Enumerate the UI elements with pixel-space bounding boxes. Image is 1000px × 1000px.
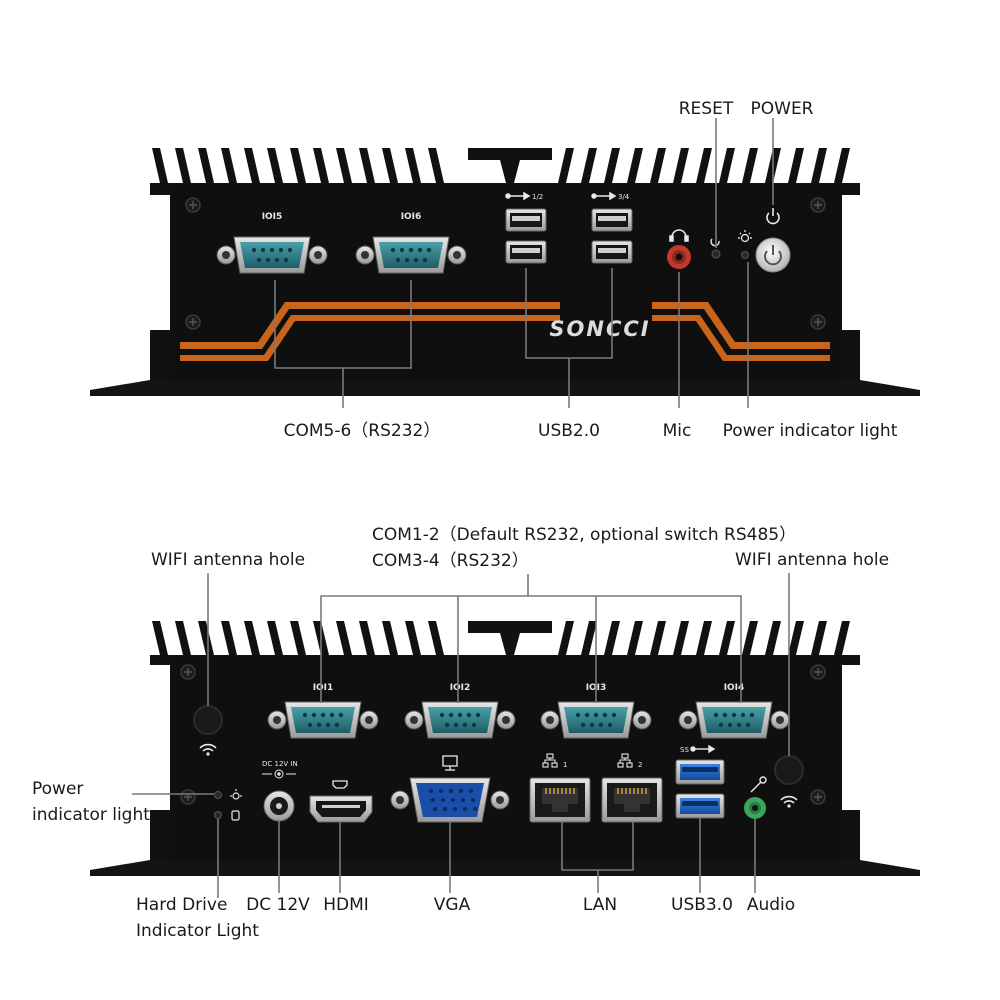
usb2-port-1[interactable] [505, 208, 547, 232]
top-panel: IOI5 IOI6 1/2 3/4 [90, 148, 920, 396]
brand-logo: SONCCI [549, 317, 650, 341]
lan-port-2[interactable] [601, 777, 663, 823]
lan-callout: LAN [583, 895, 617, 915]
power-light-callout: Power indicator light [723, 421, 898, 441]
lan-port-1[interactable] [529, 777, 591, 823]
reset-icon [710, 238, 720, 247]
wifi-right-callout: WIFI antenna hole [735, 550, 889, 570]
drive-icon [231, 810, 240, 821]
screw-icon [810, 197, 826, 213]
dc-in-label: DC 12V IN [262, 760, 298, 768]
dc-jack[interactable] [263, 790, 295, 822]
screw-icon [180, 789, 196, 805]
power-indicator-light [741, 251, 749, 259]
lan2-label: 2 [638, 761, 642, 769]
usb34-label: 3/4 [618, 193, 630, 201]
usb-symbol-icon [690, 744, 716, 754]
com1-port-label: IOI1 [313, 683, 334, 693]
vga-port[interactable] [390, 777, 510, 823]
dc-polarity-icon [262, 769, 296, 779]
usb3-port-1[interactable] [675, 759, 725, 785]
screw-icon [810, 664, 826, 680]
network-icon [542, 753, 558, 768]
hdmi-port[interactable] [309, 795, 373, 823]
top-mounting-flange [90, 380, 920, 396]
com34-callout: COM3-4（RS232） [372, 551, 529, 571]
hdmi-callout: HDMI [323, 895, 369, 915]
usb12-label: 1/2 [532, 193, 543, 201]
vga-callout: VGA [434, 895, 471, 915]
screw-icon [810, 789, 826, 805]
usb20-callout: USB2.0 [538, 421, 600, 441]
audio-mic-icon [750, 776, 767, 793]
bulb-icon [738, 230, 752, 243]
network-icon [617, 753, 633, 768]
power-symbol-icon [766, 208, 780, 225]
audio-jack[interactable] [744, 797, 766, 819]
usb-symbol-icon [505, 191, 531, 201]
power-light-rear-callout-line2: indicator light [32, 805, 150, 825]
hdd-light-callout-line1: Hard Drive [136, 895, 227, 915]
usb2-port-3[interactable] [591, 208, 633, 232]
usb-symbol-icon [591, 191, 617, 201]
wifi-antenna-hole-right[interactable] [774, 755, 804, 785]
top-leader-lines [274, 118, 774, 408]
wifi-antenna-hole-left[interactable] [193, 705, 223, 735]
usb2-port-4[interactable] [591, 240, 633, 264]
audio-callout: Audio [747, 895, 795, 915]
com6-port-label: IOI6 [401, 212, 422, 222]
com4-port-label: IOI4 [724, 683, 745, 693]
bottom-mounting-flange [90, 860, 920, 876]
monitor-icon [442, 755, 458, 771]
lan1-label: 1 [563, 761, 567, 769]
reset-button[interactable] [711, 249, 721, 259]
screw-icon [810, 314, 826, 330]
usb3-port-2[interactable] [675, 793, 725, 819]
reset-callout: RESET [679, 99, 734, 119]
hdmi-icon [332, 780, 348, 789]
screw-icon [185, 314, 201, 330]
bottom-leader-lines [132, 573, 790, 898]
usb3-ss-label: SS [680, 746, 689, 754]
bottom-chassis-face [170, 657, 842, 860]
bottom-panel: IOI1 IOI2 IOI3 IOI4 DC 12V IN [90, 621, 920, 876]
power-light-rear-callout-line1: Power [32, 779, 83, 799]
wifi-left-callout: WIFI antenna hole [151, 550, 305, 570]
mic-jack[interactable] [667, 245, 691, 269]
power-button[interactable] [755, 237, 791, 273]
power-callout: POWER [751, 99, 814, 119]
bulb-icon [230, 789, 242, 800]
com12-callout: COM1-2（Default RS232, optional switch RS… [372, 525, 796, 545]
com56-callout: COM5-6（RS232） [284, 421, 441, 441]
dc12v-callout: DC 12V [246, 895, 310, 915]
screw-icon [180, 664, 196, 680]
usb2-port-2[interactable] [505, 240, 547, 264]
mic-callout: Mic [663, 421, 692, 441]
hdd-light-callout-line2: Indicator Light [136, 921, 259, 941]
com5-port-label: IOI5 [262, 212, 283, 222]
com2-port-label: IOI2 [450, 683, 471, 693]
usb30-callout: USB3.0 [671, 895, 733, 915]
power-indicator-light-rear [214, 791, 222, 799]
headphone-icon [669, 229, 689, 242]
hdd-indicator-light [214, 811, 222, 819]
screw-icon [185, 197, 201, 213]
